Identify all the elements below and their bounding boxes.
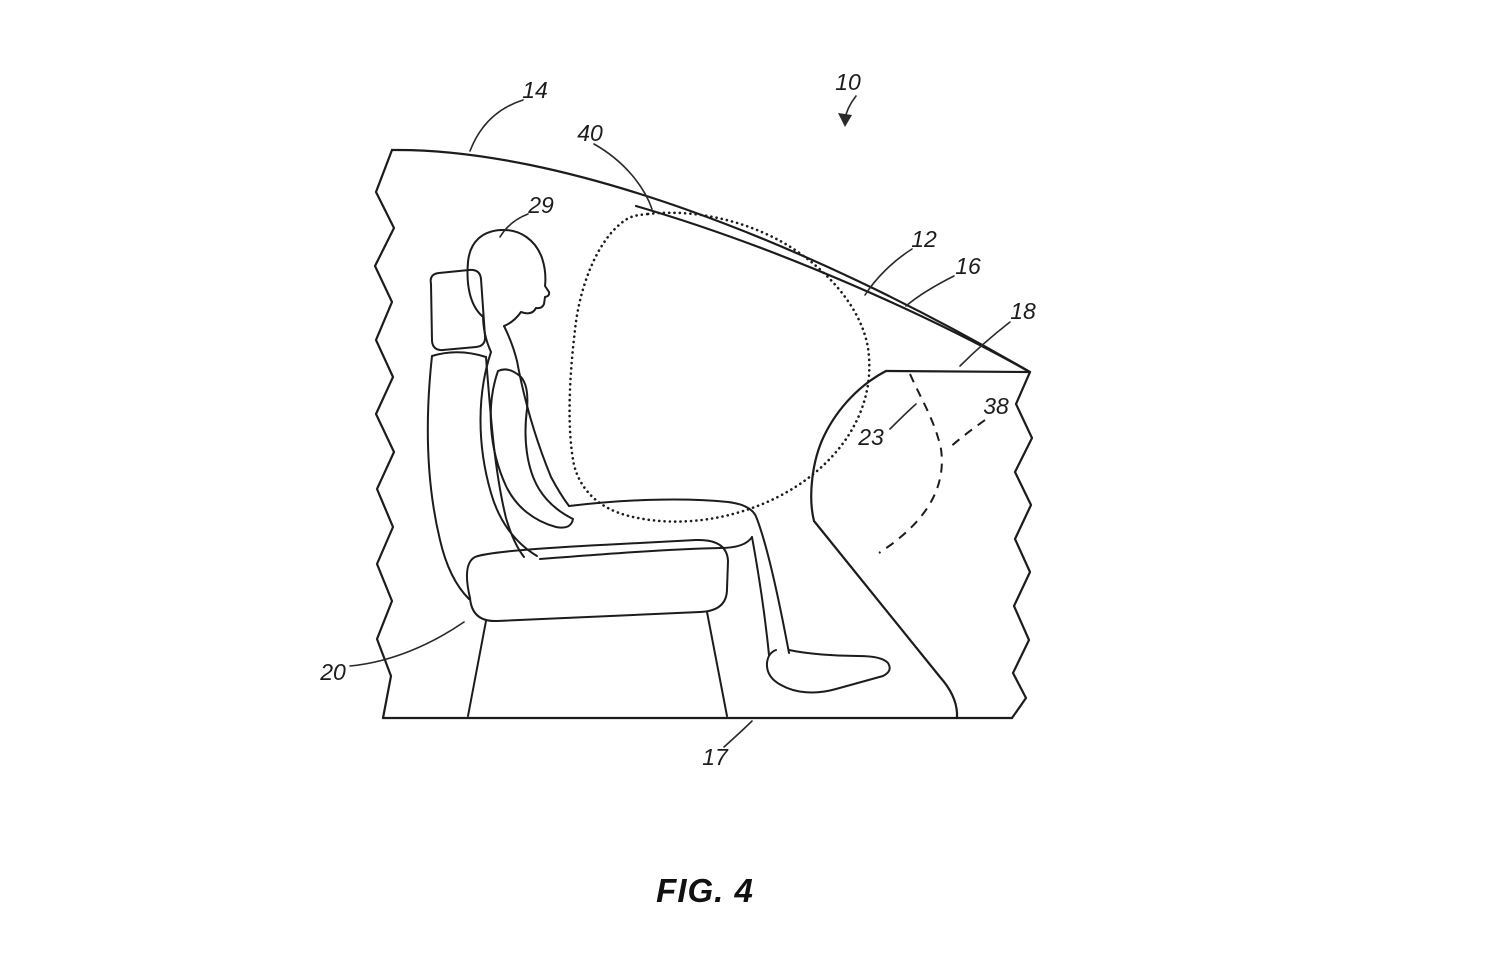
occupant-arm: [489, 368, 574, 529]
occupant-foot: [765, 649, 891, 694]
ref-label-20: 20: [319, 659, 346, 685]
leader-29: [499, 213, 529, 238]
occupant-torso-front: [503, 325, 570, 507]
occupant-thigh-top: [568, 498, 758, 520]
leader-38-dashed: [947, 419, 986, 450]
leader-18: [959, 321, 1011, 367]
left-break-edge: [373, 148, 396, 720]
ref-label-10: 10: [835, 69, 861, 95]
occupant-head-profile: [466, 228, 551, 327]
airbag-cushion: [568, 211, 871, 523]
cabin-boundary: [373, 148, 1034, 720]
occupant-neck-back: [482, 314, 492, 353]
leader-lines: [349, 95, 1011, 748]
occupant-shin-back: [751, 536, 770, 656]
seat-base-front-leg: [467, 620, 487, 717]
ref-label-29: 29: [527, 192, 554, 218]
arrowhead-10: [838, 113, 852, 127]
occupant-thigh-bottom: [539, 536, 753, 560]
leader-16: [905, 275, 955, 307]
windshield-inner: [634, 204, 1030, 373]
seated-occupant: [466, 228, 891, 694]
ref-label-14: 14: [522, 77, 548, 103]
ref-label-17: 17: [702, 744, 729, 770]
leader-23: [889, 403, 917, 430]
seatback-inner-edge: [485, 356, 525, 558]
leader-20: [349, 621, 465, 667]
leader-12: [864, 248, 913, 296]
instrument-panel: [810, 369, 1030, 720]
vehicle-seat: [426, 268, 729, 717]
instrument-panel-front-edge: [810, 369, 959, 720]
occupant-torso-back: [479, 351, 538, 557]
airbag-door-hidden-line: [878, 373, 943, 554]
ref-label-38: 38: [983, 393, 1009, 419]
leader-17: [723, 720, 753, 748]
figure-caption: FIG. 4: [656, 872, 754, 909]
right-break-edge: [1010, 370, 1034, 720]
seatback-outer-edge: [426, 351, 487, 600]
ref-label-16: 16: [955, 253, 981, 279]
ref-label-12: 12: [911, 226, 937, 252]
seat-cushion: [465, 538, 729, 623]
roofline-windshield-outer: [390, 148, 1032, 374]
airbag-outline: [568, 211, 871, 523]
seat-base-rear-leg: [706, 611, 728, 717]
instrument-panel-top-edge: [884, 369, 1030, 374]
leader-14: [469, 99, 524, 152]
ref-label-18: 18: [1010, 298, 1036, 324]
reference-numerals: 14 40 10 29 12 16 18 23 38 20 17: [319, 69, 1036, 770]
occupant-shin-front: [756, 518, 790, 654]
ref-label-23: 23: [857, 424, 884, 450]
leader-40: [593, 143, 653, 210]
ref-label-40: 40: [577, 120, 603, 146]
